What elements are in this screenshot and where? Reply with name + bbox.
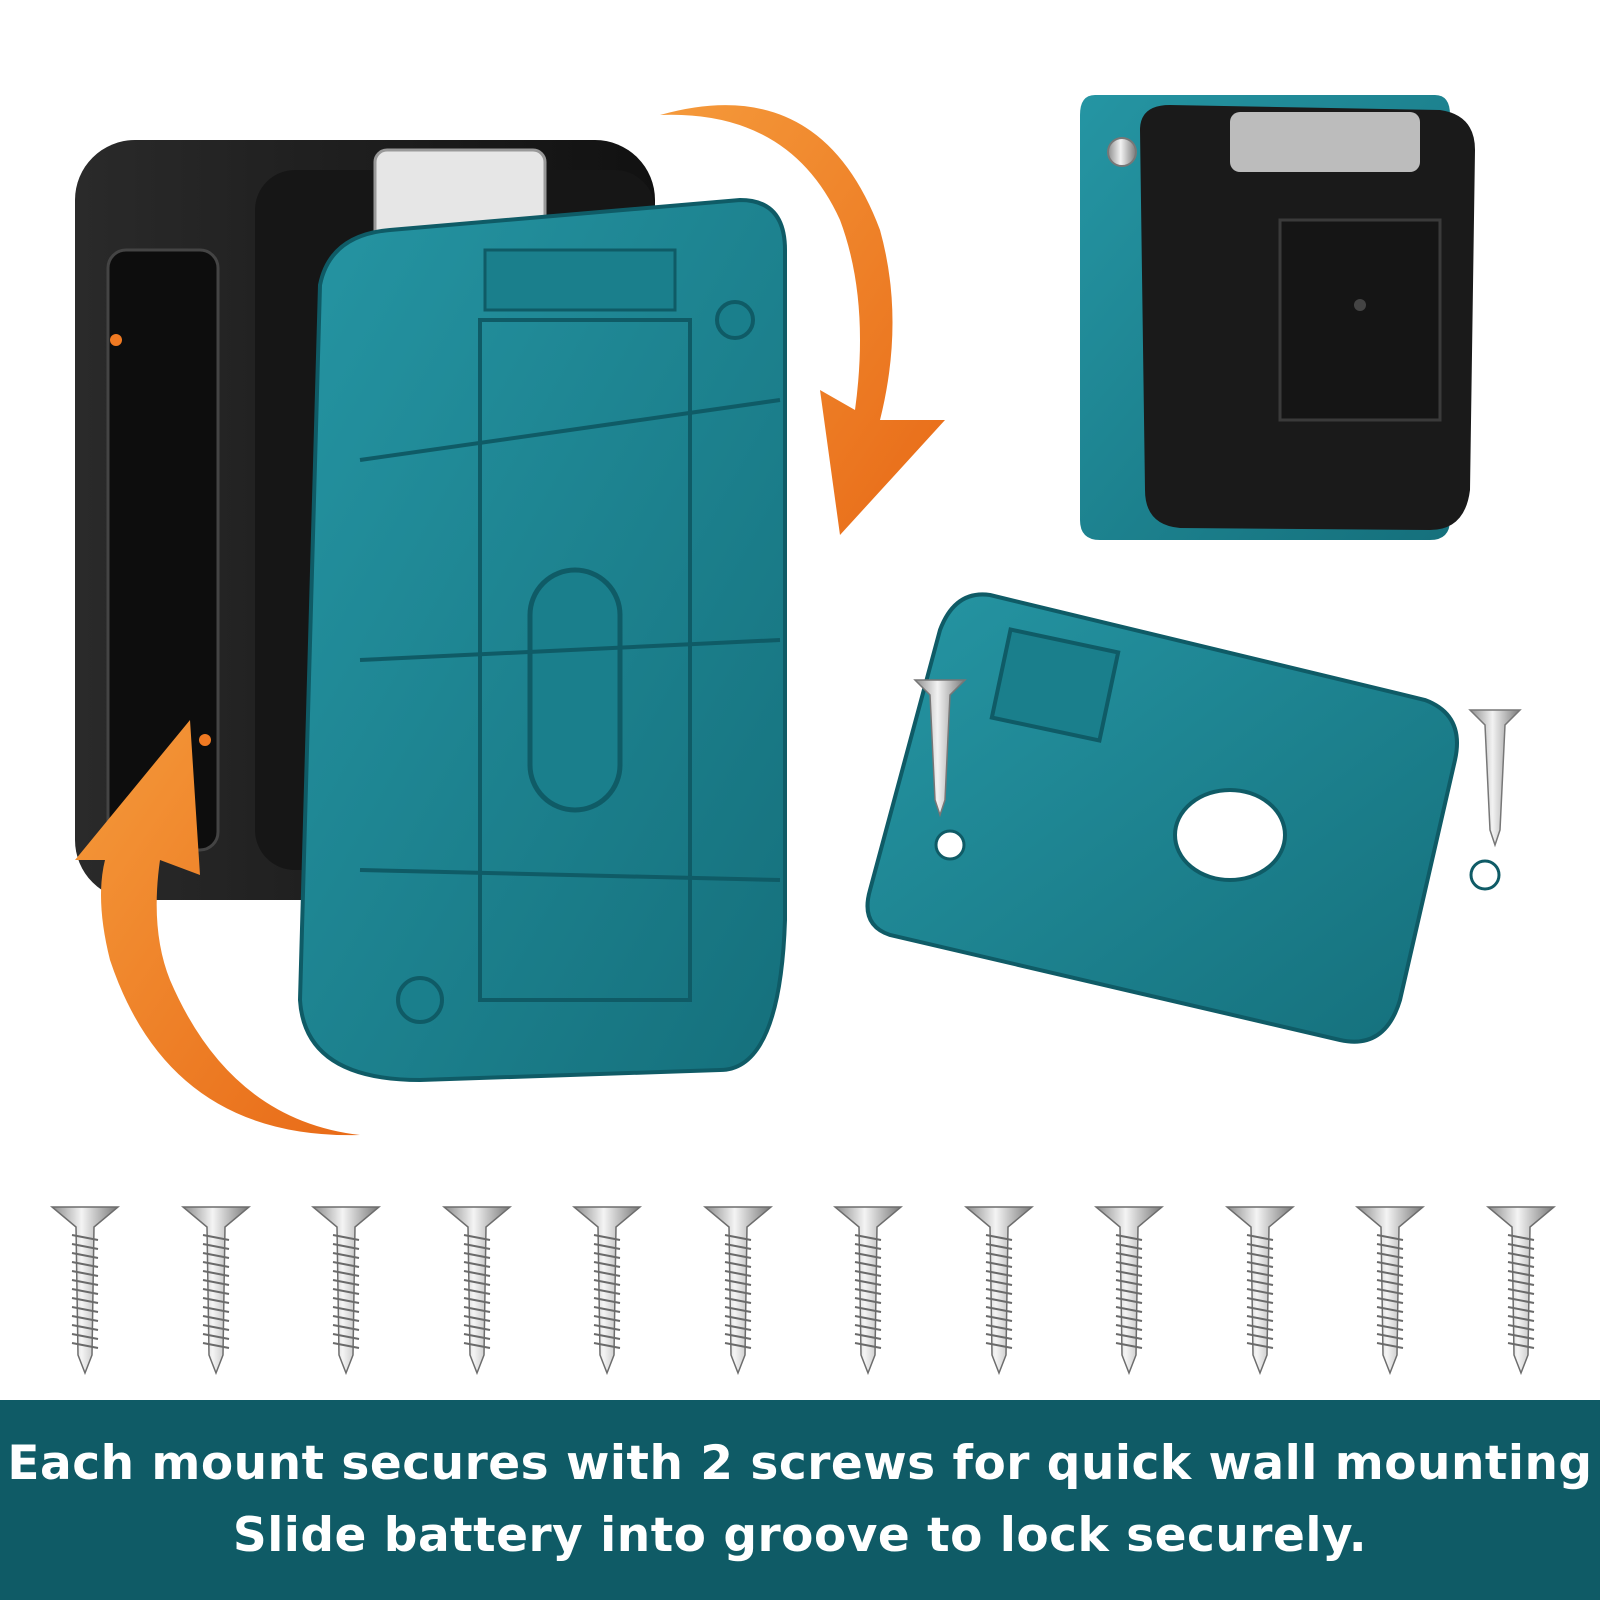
caption-banner: Each mount secures with 2 screws for qui… [0, 1400, 1600, 1600]
screw-icon [1094, 1206, 1164, 1375]
screw-icon [1355, 1206, 1425, 1375]
mount-plate-angled [865, 592, 1522, 1044]
screw-icon [1224, 1206, 1295, 1375]
screw-icon [441, 1206, 512, 1375]
screw-icon [833, 1206, 903, 1375]
curved-arrow-up-icon [75, 720, 360, 1136]
mounted-battery-view [1080, 95, 1475, 540]
screw-icon [702, 1206, 773, 1375]
mount-keyhole [1173, 788, 1287, 882]
battery-with-mount [75, 140, 787, 1083]
screw-icon [50, 1206, 120, 1375]
screw-icon [1485, 1206, 1556, 1375]
loose-screws-row [0, 1205, 1600, 1375]
screw-icon [180, 1206, 251, 1375]
caption-line-2: Slide battery into groove to lock secure… [232, 1508, 1368, 1563]
caption-line-1: Each mount secures with 2 screws for qui… [7, 1436, 1593, 1491]
screw-icon [963, 1206, 1034, 1375]
curved-arrow-down-icon [660, 105, 945, 535]
screw-icon [311, 1206, 381, 1375]
screw-icon [572, 1206, 642, 1375]
screw-icon [913, 679, 967, 818]
screw-icon [1468, 709, 1522, 848]
